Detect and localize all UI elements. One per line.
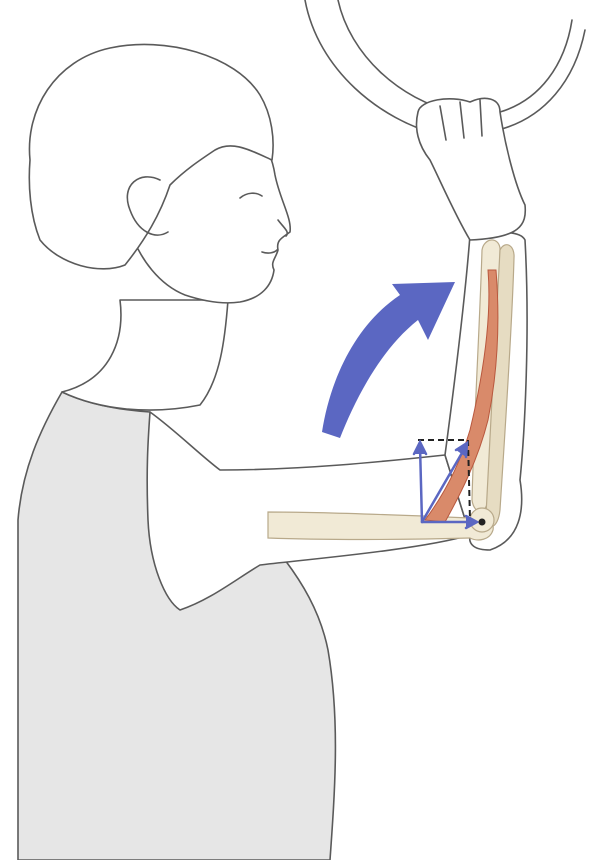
elbow-joint-axis-icon — [479, 519, 486, 526]
hand — [417, 98, 526, 240]
head — [29, 44, 290, 302]
rotation-arrow-icon — [322, 282, 455, 438]
neck — [62, 300, 228, 410]
